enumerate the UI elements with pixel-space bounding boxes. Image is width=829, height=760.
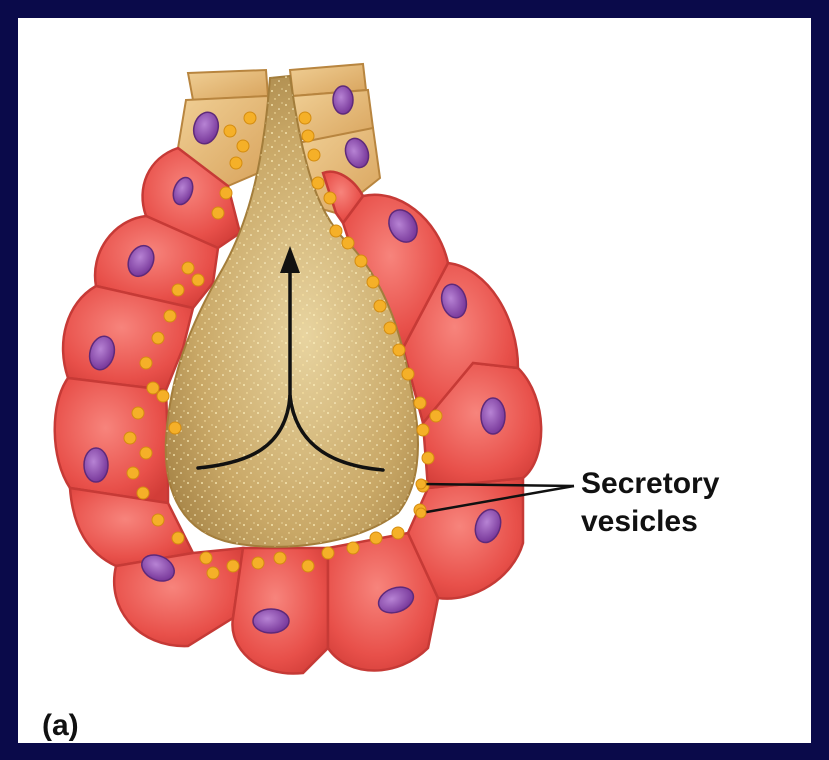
duct-cell bbox=[188, 70, 268, 100]
vesicle-highlight bbox=[416, 508, 426, 518]
nucleus bbox=[253, 609, 289, 633]
acinar-cell bbox=[114, 548, 243, 646]
callout-label-line1: Secretory bbox=[581, 466, 719, 502]
callout-label-line2: vesicles bbox=[581, 504, 698, 540]
vesicle-highlight bbox=[416, 479, 426, 489]
panel-label: (a) bbox=[42, 708, 79, 744]
nucleus bbox=[481, 398, 505, 434]
figure-frame: Secretory vesicles (a) bbox=[18, 18, 811, 743]
nucleus bbox=[84, 448, 108, 482]
nucleus bbox=[333, 86, 353, 114]
acinar-cell bbox=[55, 378, 168, 503]
acinus-diagram bbox=[18, 18, 811, 743]
